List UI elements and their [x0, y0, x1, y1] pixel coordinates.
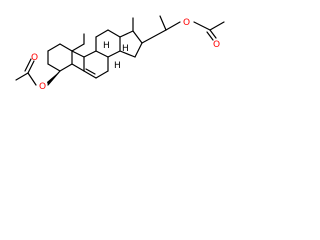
bond [95, 50, 109, 58]
bond [27, 72, 37, 86]
bond [209, 29, 217, 39]
hydrogen-label: H [103, 41, 110, 51]
bond [15, 72, 29, 81]
bond-lines [15, 15, 225, 86]
bond [71, 43, 85, 52]
wedge-bond [47, 71, 60, 85]
bond [119, 30, 134, 38]
bond [71, 50, 85, 58]
bond [47, 43, 61, 52]
bond [141, 29, 167, 44]
bond [83, 50, 97, 58]
bond [95, 29, 109, 38]
bond [83, 70, 97, 79]
bond [24, 58, 32, 72]
molecule-structure-diagram: O O O O H H H [0, 0, 248, 106]
bond [209, 21, 225, 31]
oxygen-label: O [183, 18, 190, 28]
bond [47, 63, 61, 72]
bond [59, 43, 73, 52]
atom-labels: O O O O H H H [31, 18, 220, 92]
bond [95, 70, 109, 79]
oxygen-label: O [31, 53, 38, 63]
bond [107, 50, 121, 58]
bond [27, 60, 35, 74]
bond-double-inner [85, 68, 96, 75]
wedge-bonds [47, 71, 60, 85]
oxygen-label: O [39, 82, 46, 92]
bond [119, 50, 136, 58]
bond [206, 31, 214, 41]
hydrogen-label: H [122, 44, 129, 54]
bond [132, 30, 143, 44]
bond [165, 21, 181, 31]
bond-methyl [159, 15, 167, 31]
bond [193, 21, 211, 31]
structure-svg: O O O O H H H [15, 15, 225, 92]
bond [107, 29, 121, 38]
bond [134, 42, 143, 58]
hydrogen-label: H [114, 61, 121, 71]
oxygen-label: O [213, 40, 220, 50]
bond [59, 63, 73, 72]
bond [71, 63, 85, 72]
